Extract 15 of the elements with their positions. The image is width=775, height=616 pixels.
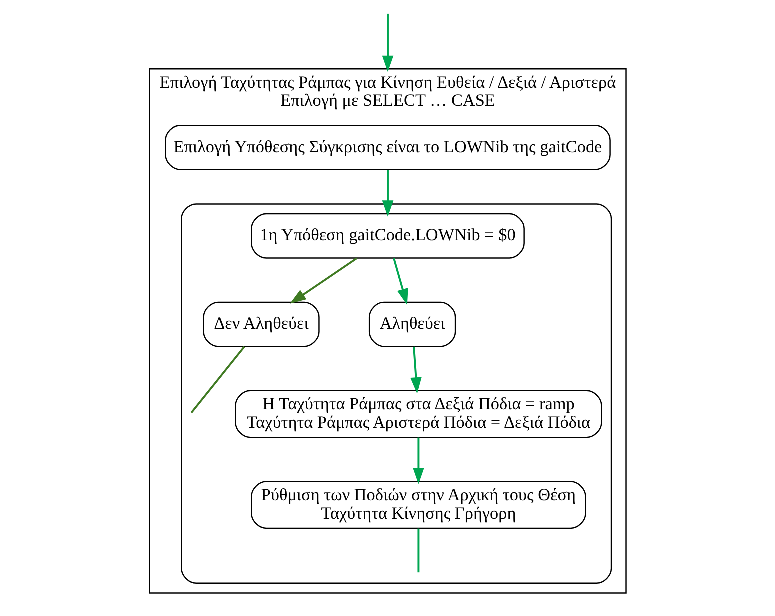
node-box: 1η Υπόθεση gaitCode.LOWNib = $0 <box>250 213 524 259</box>
node-box: Επιλογή Υπόθεσης Σύγκρισης είναι το LOWNib της gaitCode <box>164 125 610 170</box>
connector <box>190 346 245 414</box>
connector <box>417 528 420 573</box>
node-box: Ρύθμιση των Ποδιών στην Αρχική τους Θέση Ταχύτητα Κίνησης Γρήγορη <box>250 481 586 530</box>
arrow <box>410 346 422 394</box>
arrow <box>412 438 424 484</box>
node-box: Δεν Αληθεύει <box>202 302 320 348</box>
arrow <box>382 170 394 217</box>
arrow <box>382 14 394 72</box>
node-box: Αληθεύει <box>368 302 456 348</box>
cluster <box>180 204 612 584</box>
node-box: Η Ταχύτητα Ράμπας στα Δεξιά Πόδια = ramp Ταχύτητα Ράμπας Αριστερά Πόδια = Δεξιά Πόδια <box>234 390 602 438</box>
arrow <box>290 258 358 304</box>
arrow <box>392 258 408 306</box>
